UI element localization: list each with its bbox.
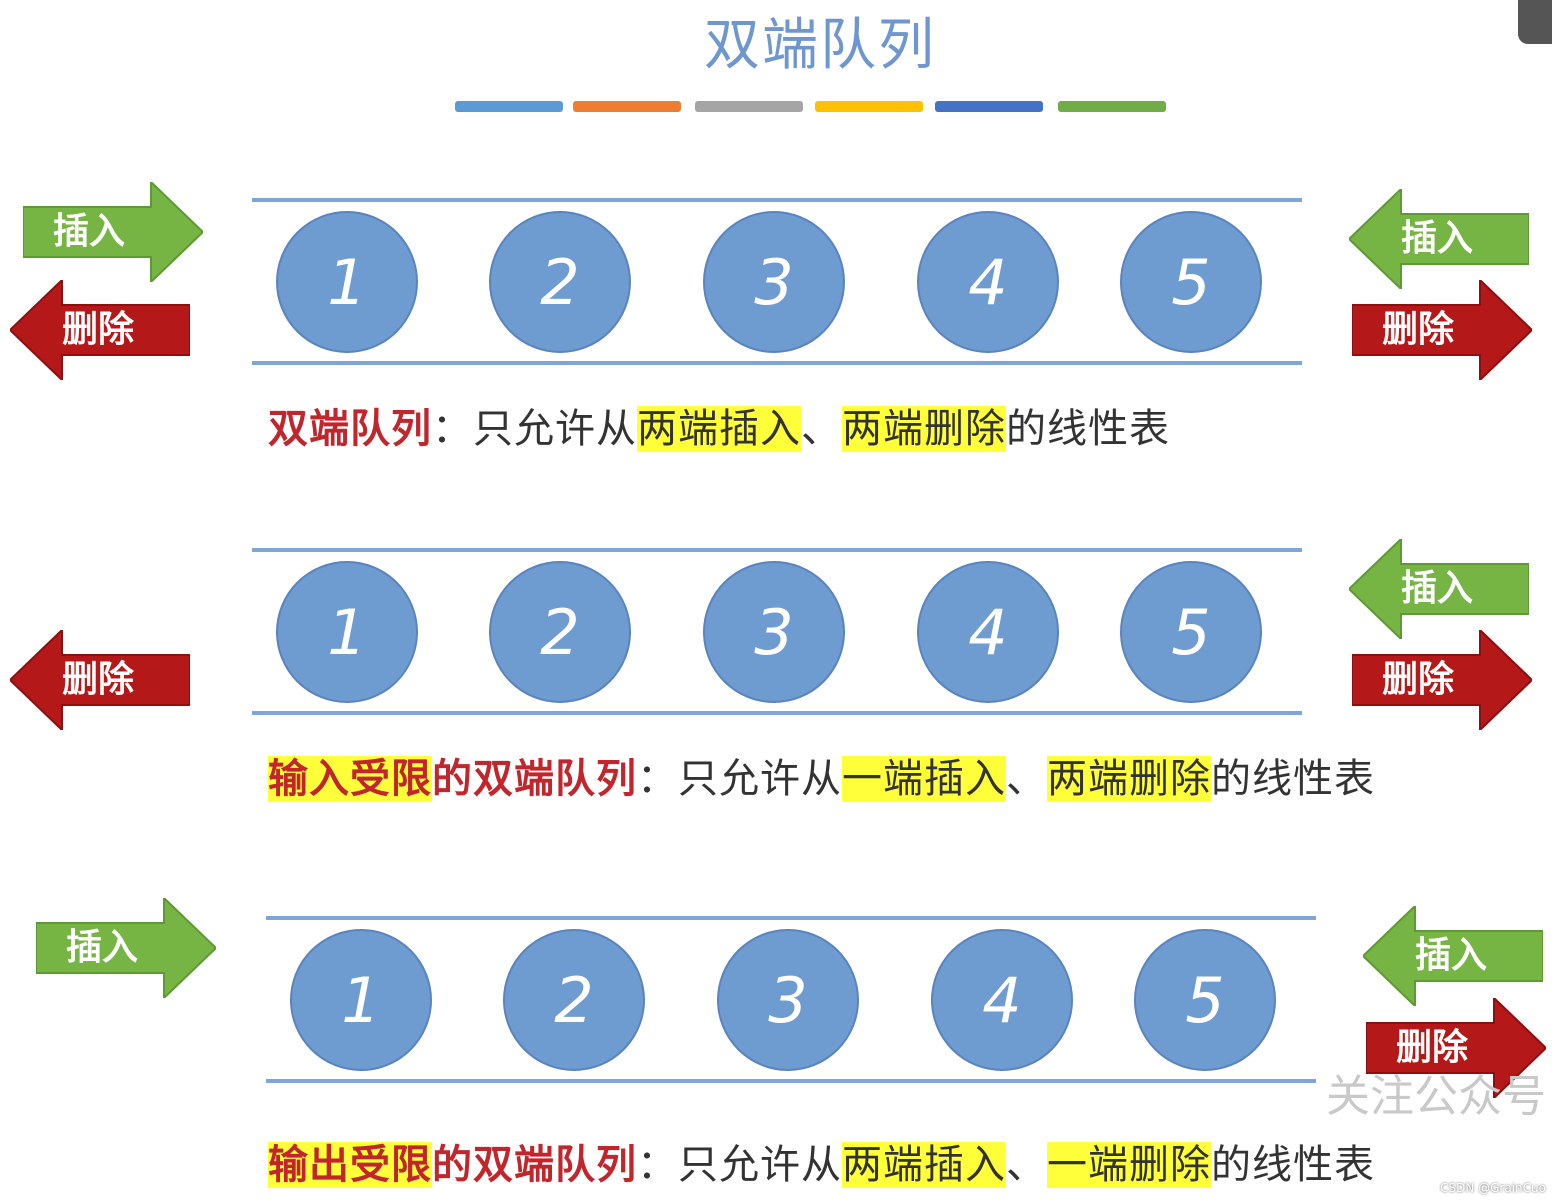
caption-insert-part: 一端插入 xyxy=(842,756,1006,802)
caption-term: 双端队列 xyxy=(268,406,432,452)
left-insert-arrow: 插入 xyxy=(23,182,203,282)
right-delete-arrow: 删除 xyxy=(1352,630,1532,730)
queue-element-2: 2 xyxy=(489,211,631,353)
rail-bottom xyxy=(266,1079,1316,1083)
queue-element-1: 1 xyxy=(276,561,418,703)
queue-element-2: 2 xyxy=(489,561,631,703)
right-insert-arrow: 插入 xyxy=(1349,539,1529,639)
caption-post: 的线性表 xyxy=(1006,406,1170,452)
stripe-4 xyxy=(815,101,923,112)
caption-term-highlight: 输入受限 xyxy=(268,756,432,802)
insert-label: 插入 xyxy=(1415,935,1488,976)
queue-element-1: 1 xyxy=(290,929,432,1071)
caption-colon: ： xyxy=(432,406,473,452)
caption-colon: ： xyxy=(637,756,678,802)
rail-top xyxy=(252,548,1302,552)
caption-sep: 、 xyxy=(1006,756,1047,802)
left-delete-arrow: 删除 xyxy=(10,280,190,380)
delete-label: 删除 xyxy=(1382,309,1455,350)
caption-insert-part: 两端插入 xyxy=(637,406,801,452)
caption-delete-part: 两端删除 xyxy=(842,406,1006,452)
caption-2: 输入受限的双端队列：只允许从一端插入、两端删除的线性表 xyxy=(268,746,1375,804)
caption-delete-part: 一端删除 xyxy=(1047,1142,1211,1188)
rail-bottom xyxy=(252,361,1302,365)
stripe-6 xyxy=(1058,101,1166,112)
corner-decoration xyxy=(1518,0,1552,44)
queue-element-3: 3 xyxy=(717,929,859,1071)
insert-label: 插入 xyxy=(1401,568,1474,609)
stripe-3 xyxy=(695,101,803,112)
caption-3: 输出受限的双端队列：只允许从两端插入、一端删除的线性表 xyxy=(268,1132,1375,1190)
insert-label: 插入 xyxy=(1401,218,1474,259)
caption-sep: 、 xyxy=(1006,1142,1047,1188)
caption-term-rest: 的双端队列 xyxy=(432,756,637,802)
rail-top xyxy=(252,198,1302,202)
left-delete-arrow: 删除 xyxy=(10,630,190,730)
right-delete-arrow: 删除 xyxy=(1352,280,1532,380)
right-insert-arrow: 插入 xyxy=(1349,189,1529,289)
stripe-1 xyxy=(455,101,563,112)
queue-element-4: 4 xyxy=(917,211,1059,353)
caption-delete-part: 两端删除 xyxy=(1047,756,1211,802)
caption-term-rest: 的双端队列 xyxy=(432,1142,637,1188)
insert-label: 插入 xyxy=(53,211,126,252)
caption-pre: 只允许从 xyxy=(678,1142,842,1188)
rail-bottom xyxy=(252,711,1302,715)
watermark: 关注公众号 xyxy=(1326,1071,1546,1122)
queue-element-1: 1 xyxy=(276,211,418,353)
caption-insert-part: 两端插入 xyxy=(842,1142,1006,1188)
caption-post: 的线性表 xyxy=(1211,1142,1375,1188)
caption-1: 双端队列：只允许从两端插入、两端删除的线性表 xyxy=(268,396,1170,454)
queue-element-4: 4 xyxy=(917,561,1059,703)
caption-colon: ： xyxy=(637,1142,678,1188)
left-insert-arrow: 插入 xyxy=(36,898,216,998)
queue-element-3: 3 xyxy=(703,211,845,353)
stripe-5 xyxy=(935,101,1043,112)
delete-label: 删除 xyxy=(1396,1027,1469,1068)
right-delete-arrow: 删除 xyxy=(1366,998,1546,1098)
delete-label: 删除 xyxy=(62,659,135,700)
caption-pre: 只允许从 xyxy=(678,756,842,802)
right-insert-arrow: 插入 xyxy=(1363,906,1543,1006)
insert-label: 插入 xyxy=(66,927,139,968)
delete-label: 删除 xyxy=(1382,659,1455,700)
queue-element-5: 5 xyxy=(1120,211,1262,353)
queue-element-5: 5 xyxy=(1120,561,1262,703)
caption-sep: 、 xyxy=(801,406,842,452)
caption-pre: 只允许从 xyxy=(473,406,637,452)
stripe-2 xyxy=(573,101,681,112)
caption-term-highlight: 输出受限 xyxy=(268,1142,432,1188)
queue-element-4: 4 xyxy=(931,929,1073,1071)
queue-element-2: 2 xyxy=(503,929,645,1071)
caption-post: 的线性表 xyxy=(1211,756,1375,802)
queue-element-5: 5 xyxy=(1134,929,1276,1071)
slide-title: 双端队列 xyxy=(704,13,936,78)
rail-top xyxy=(266,916,1316,920)
queue-element-3: 3 xyxy=(703,561,845,703)
credit-text: CSDN @GrainCuo xyxy=(1440,1181,1546,1195)
delete-label: 删除 xyxy=(62,309,135,350)
